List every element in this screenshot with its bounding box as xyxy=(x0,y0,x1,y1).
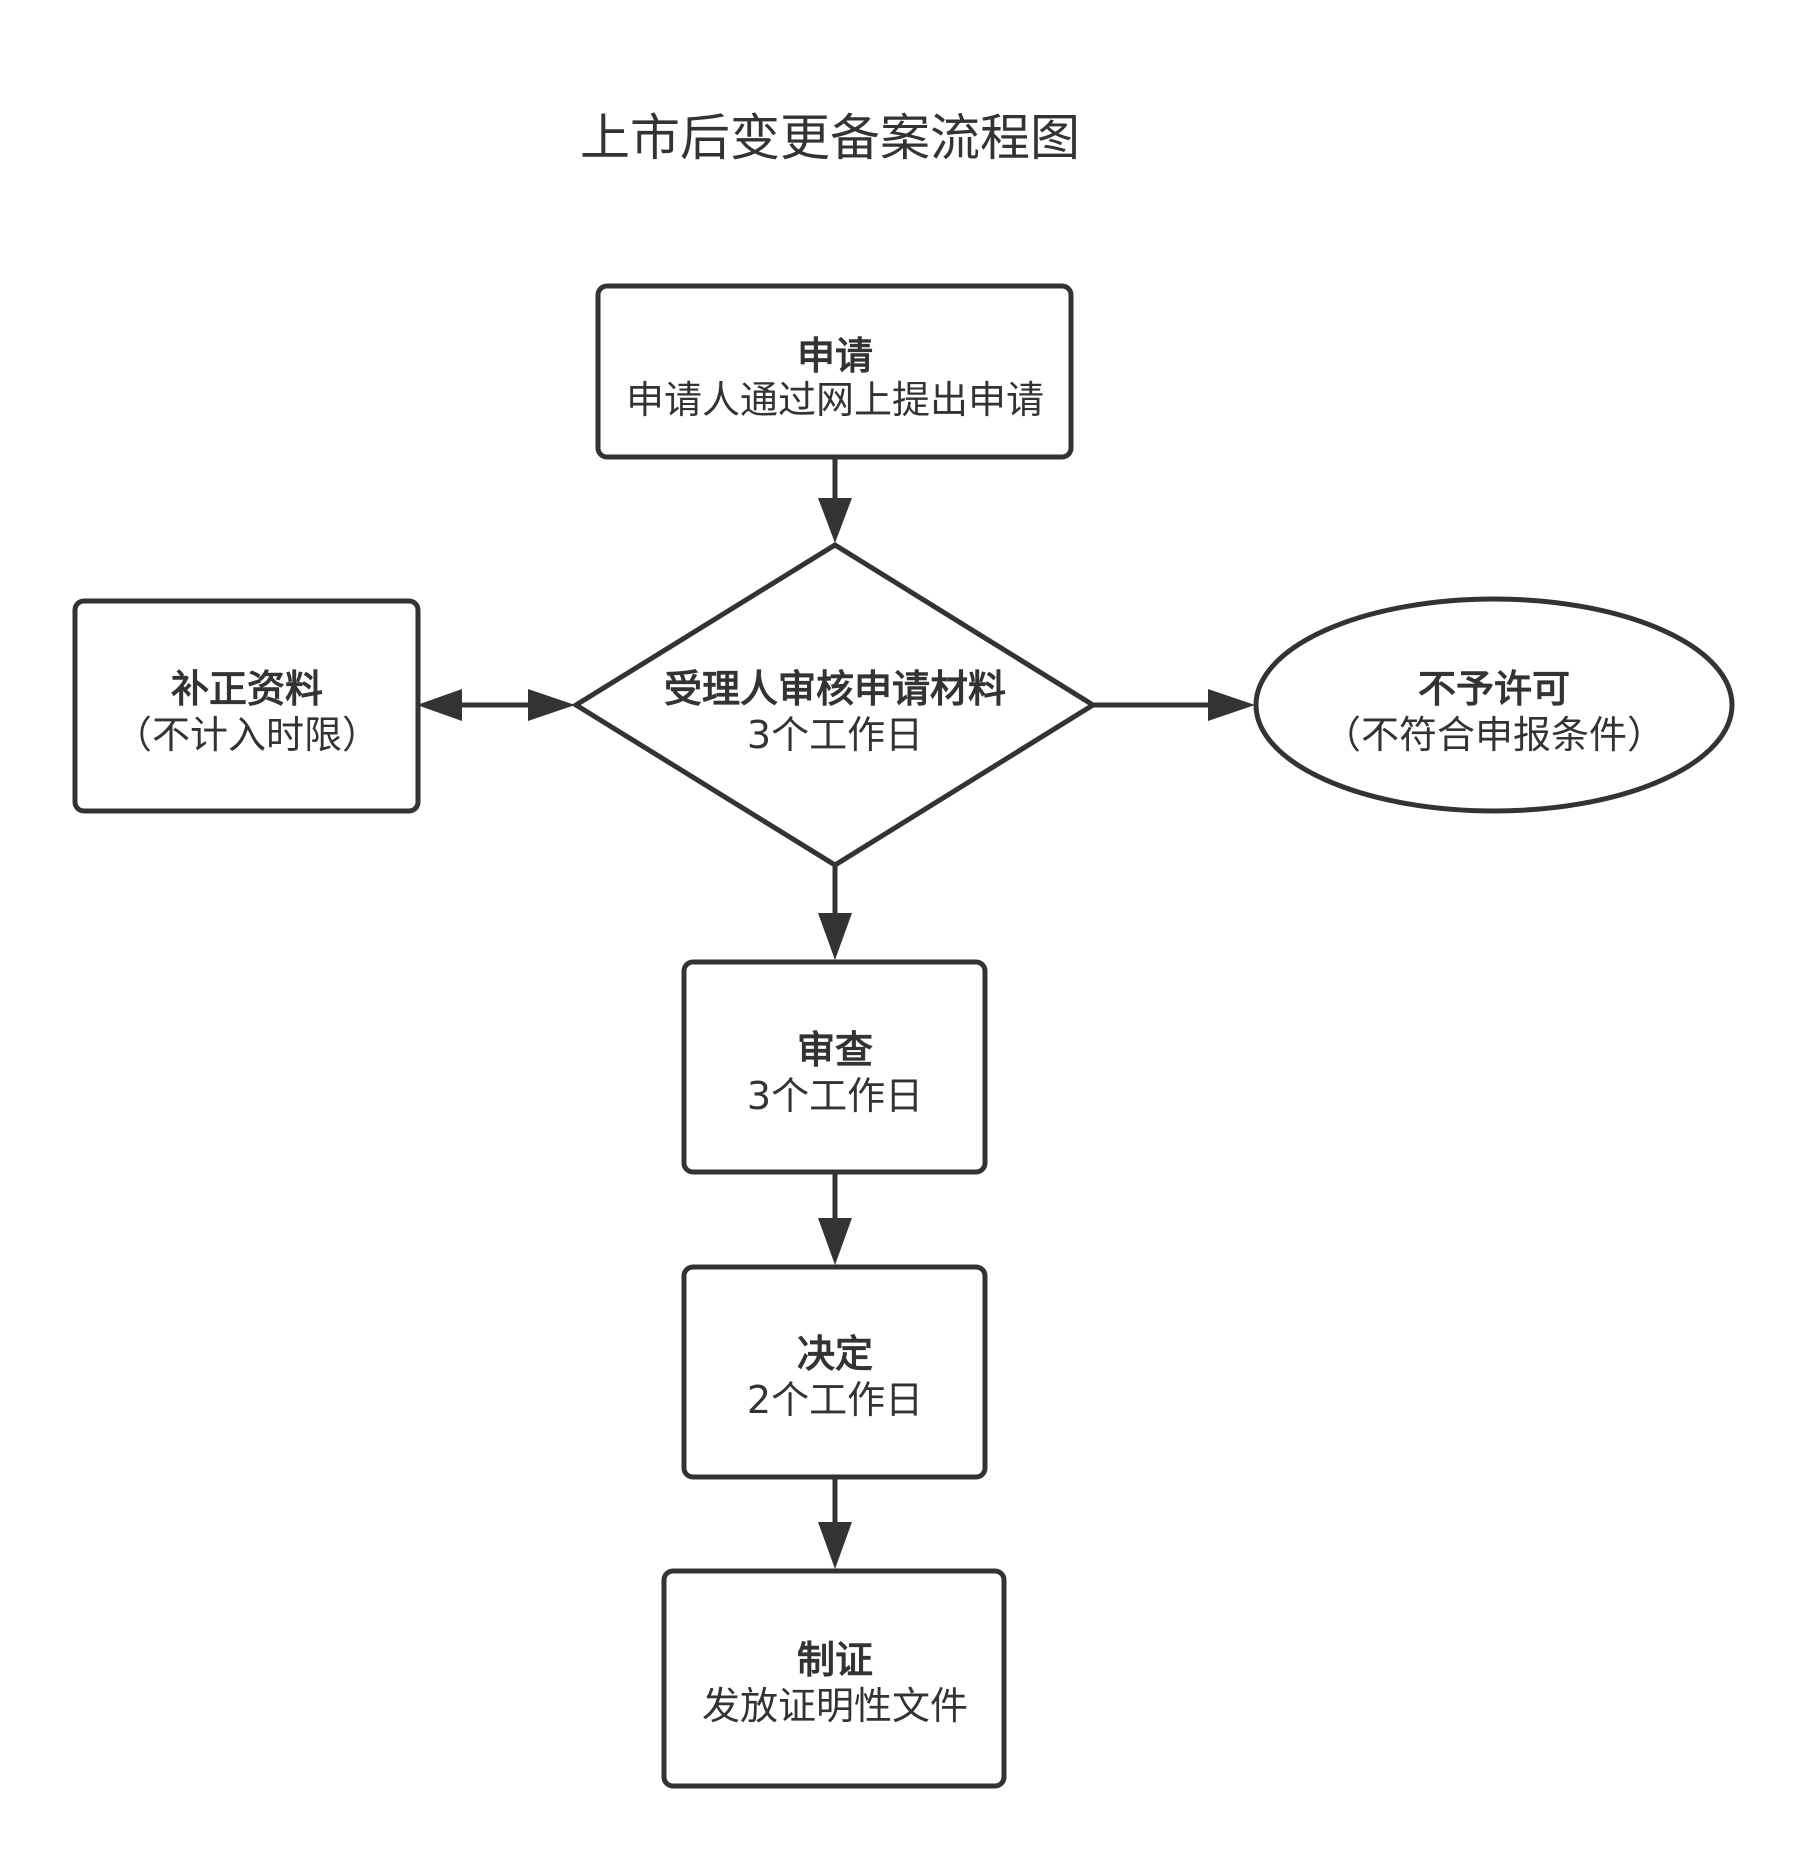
node-examine-title: 审查 xyxy=(797,1028,873,1072)
node-certify: 制证 发放证明性文件 xyxy=(661,1568,1007,1789)
node-decide: 决定 2个工作日 xyxy=(681,1264,988,1480)
node-supplement-box xyxy=(72,598,421,814)
node-apply-sub: 申请人通过网上提出申请 xyxy=(626,378,1044,422)
arrow-head-review-left xyxy=(528,689,575,721)
node-apply: 申请 申请人通过网上提出申请 xyxy=(595,283,1074,460)
arrow-head-decide xyxy=(818,1218,852,1265)
node-examine-box xyxy=(681,959,988,1175)
node-apply-title: 申请 xyxy=(797,334,873,378)
node-reject-title: 不予许可 xyxy=(1418,667,1570,711)
arrow-head-examine xyxy=(818,913,852,960)
arrow-head-certify xyxy=(818,1522,852,1569)
node-supplement-title: 补正资料 xyxy=(171,667,323,711)
node-reject-sub: （不符合申报条件） xyxy=(1323,713,1665,757)
node-reject-ellipse xyxy=(1253,596,1735,814)
arrow-head-reject xyxy=(1208,689,1255,721)
node-supplement-sub: （不计入时限） xyxy=(114,713,380,757)
node-examine: 审查 3个工作日 xyxy=(681,959,988,1175)
node-certify-box xyxy=(661,1568,1007,1789)
node-accept-review-title: 受理人审核申请材料 xyxy=(664,667,1006,711)
node-reject: 不予许可 （不符合申报条件） xyxy=(1253,596,1735,814)
node-apply-box xyxy=(595,283,1074,460)
arrow-head-supplement xyxy=(417,689,462,721)
node-accept-review-sub: 3个工作日 xyxy=(747,713,923,757)
node-certify-sub: 发放证明性文件 xyxy=(702,1684,968,1728)
node-examine-sub: 3个工作日 xyxy=(747,1074,923,1118)
edges xyxy=(417,458,1255,1569)
node-supplement: 补正资料 （不计入时限） xyxy=(72,598,421,814)
node-decide-box xyxy=(681,1264,988,1480)
node-certify-title: 制证 xyxy=(797,1638,873,1682)
page-title: 上市后变更备案流程图 xyxy=(580,109,1080,167)
node-accept-review-diamond xyxy=(571,542,1098,868)
node-decide-sub: 2个工作日 xyxy=(747,1378,923,1422)
node-accept-review: 受理人审核申请材料 3个工作日 xyxy=(571,542,1098,868)
node-decide-title: 决定 xyxy=(797,1332,873,1376)
arrow-head-review-top xyxy=(818,498,852,543)
